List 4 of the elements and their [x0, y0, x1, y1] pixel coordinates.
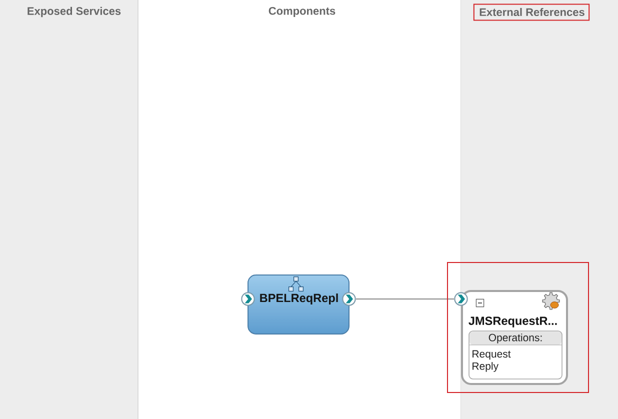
operations-box: Operations: Request Reply	[468, 330, 562, 380]
component-box: BPELReqRepl	[248, 274, 350, 334]
connector-line	[356, 298, 454, 300]
swimlane: Exposed Services	[0, 0, 138, 419]
